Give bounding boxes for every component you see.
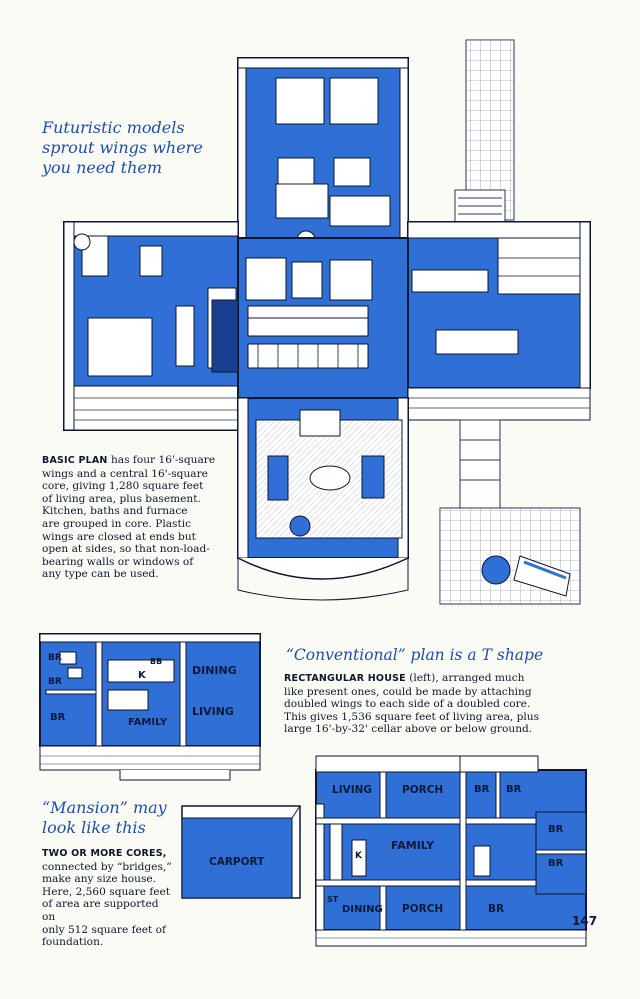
mansion-label-family: FAMILY	[391, 839, 435, 852]
mansion-l7: foundation.	[42, 936, 104, 949]
basic-plan-l1: has four 16'-square	[110, 454, 216, 466]
mansion-label-br-b: BR	[506, 784, 522, 795]
mansion-label-br-d: BR	[548, 858, 564, 869]
t-plan-label-br1: BR	[48, 653, 62, 663]
mansion-label-carport: CARPORT	[209, 856, 265, 868]
mansion-l4: Here, 2,560 square feet	[42, 885, 171, 898]
basic-plan-l6: are grouped in core. Plastic	[42, 517, 192, 530]
conventional-l3: doubled wings to each side of a doubled …	[284, 698, 531, 711]
basic-plan-l3: core, giving 1,280 square feet	[42, 480, 204, 493]
t-plan-label-dining: DINING	[192, 664, 237, 677]
page-number: 147	[572, 914, 598, 928]
t-plan-label-br2: BR	[48, 677, 62, 687]
basic-plan-l9: bearing walls or windows of	[42, 555, 194, 568]
mansion-label-living: LIVING	[332, 784, 372, 796]
headline-top-line2: sprout wings where	[42, 138, 203, 157]
basic-plan-l4: of living area, plus basement.	[42, 492, 201, 505]
conventional-l1: (left), arranged much	[409, 672, 525, 684]
conventional-l2: like present ones, could be made by atta…	[284, 685, 532, 698]
mansion-heading: “Mansion” may look like this	[42, 798, 167, 838]
conventional-copy: RECTANGULAR HOUSE (left), arranged much …	[284, 672, 548, 736]
basic-plan-l7: wings are closed at ends but	[42, 530, 196, 543]
mansion-plan	[181, 755, 587, 947]
t-plan-label-family: FAMILY	[128, 717, 168, 728]
patio	[439, 419, 581, 605]
basic-plan-drawing	[63, 39, 591, 605]
mansion-l5: of area are supported on	[42, 898, 159, 923]
mansion-label-br-c: BR	[548, 824, 564, 835]
mansion-l2: connected by “bridges,”	[42, 860, 172, 873]
t-plan-label-k: K	[138, 670, 147, 681]
t-plan-label-living: LIVING	[192, 705, 234, 718]
mansion-label-br-e: BR	[488, 903, 504, 915]
central-core	[211, 237, 409, 399]
mansion-label-st: ST	[327, 895, 339, 904]
bottom-wing	[237, 397, 409, 601]
mansion-label-br-a: BR	[474, 784, 490, 795]
right-wing	[407, 221, 591, 421]
mansion-label-dining: DINING	[342, 904, 383, 915]
mansion-label-porch-bottom: PORCH	[402, 903, 443, 915]
conventional-l5: large 16'-by-32' cellar above or below g…	[284, 723, 533, 736]
basic-plan-lead: BASIC PLAN	[42, 455, 108, 466]
basic-plan-l2: wings and a central 16'-square	[42, 467, 208, 480]
conventional-lead: RECTANGULAR HOUSE	[284, 673, 406, 684]
headline-top-line1: Futuristic models	[42, 118, 185, 137]
mansion-label-porch-top: PORCH	[402, 784, 443, 796]
mansion-lead: TWO OR MORE CORES,	[42, 848, 167, 859]
basic-plan-l5: Kitchen, baths and furnace	[42, 505, 188, 518]
t-plan-label-bb: BB	[150, 657, 162, 666]
basic-plan-copy: BASIC PLAN has four 16'-square wings and…	[42, 454, 230, 581]
mansion-heading-line1: “Mansion” may	[42, 798, 167, 817]
mansion-l3: make any size house.	[42, 873, 157, 886]
mansion-l6: only 512 square feet of	[42, 923, 166, 936]
headline-top: Futuristic models sprout wings where you…	[42, 118, 203, 178]
conventional-heading: “Conventional” plan is a T shape	[286, 646, 544, 664]
mansion-label-k: K	[355, 851, 363, 861]
conventional-l4: This gives 1,536 square feet of living a…	[284, 710, 540, 723]
basic-plan-l8: open at sides, so that non-load-	[42, 543, 210, 556]
mansion-heading-line2: look like this	[42, 818, 146, 837]
walkway-grid	[454, 39, 515, 223]
mansion-copy: TWO OR MORE CORES, connected by “bridges…	[42, 848, 174, 949]
t-shape-plan	[39, 633, 261, 781]
basic-plan-l10: any type can be used.	[42, 568, 159, 581]
headline-top-line3: you need them	[42, 158, 163, 177]
t-plan-label-br3: BR	[50, 712, 66, 723]
